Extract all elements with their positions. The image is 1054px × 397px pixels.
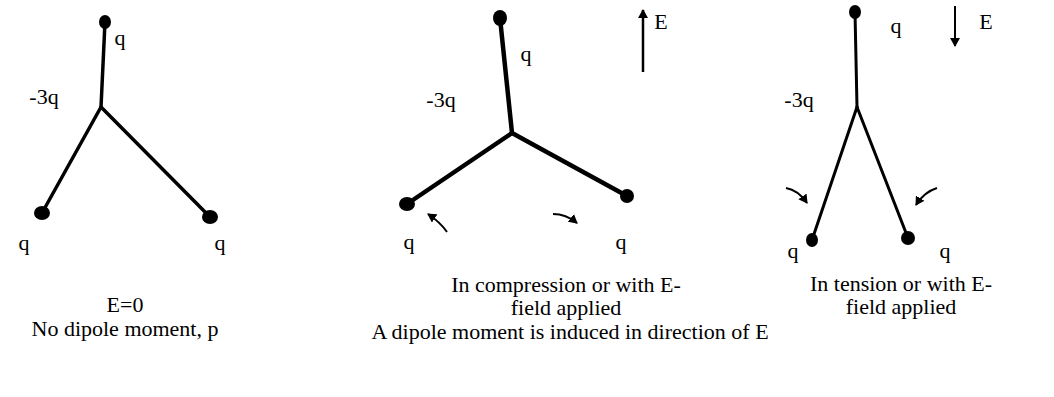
- caption-text: In compression or with E-field applied: [446, 273, 686, 319]
- charge-label: q: [788, 239, 799, 262]
- field-arrow: [642, 10, 645, 72]
- field-arrow: [954, 6, 956, 46]
- motion-arrows: [428, 214, 577, 232]
- field-label: E: [654, 10, 667, 33]
- note-text: A dipole moment is induced in direction …: [371, 320, 768, 343]
- charge-label: q: [521, 42, 532, 65]
- caption-text: In tension or with E-field applied: [799, 272, 1004, 318]
- field-label: E=0: [107, 293, 144, 316]
- charge-label: q: [115, 26, 126, 49]
- charge-label: -3q: [426, 88, 455, 111]
- caption-text: No dipole moment, p: [32, 317, 219, 340]
- charge-label: q: [215, 231, 226, 254]
- bond-lines: [42, 22, 210, 217]
- charge-label: q: [404, 230, 415, 253]
- charge-label: q: [19, 231, 30, 254]
- charge-label: -3q: [29, 85, 58, 108]
- motion-arrows: [786, 188, 937, 205]
- charge-label: q: [940, 239, 951, 262]
- charge-dots: [399, 10, 634, 211]
- charge-dots: [34, 15, 218, 224]
- charge-label: -3q: [784, 88, 813, 111]
- field-label: E: [979, 10, 992, 33]
- bond-lines: [812, 12, 908, 240]
- charge-label: q: [891, 14, 902, 37]
- charge-dots: [806, 5, 915, 247]
- charge-label: q: [616, 230, 627, 253]
- bond-lines: [407, 18, 627, 204]
